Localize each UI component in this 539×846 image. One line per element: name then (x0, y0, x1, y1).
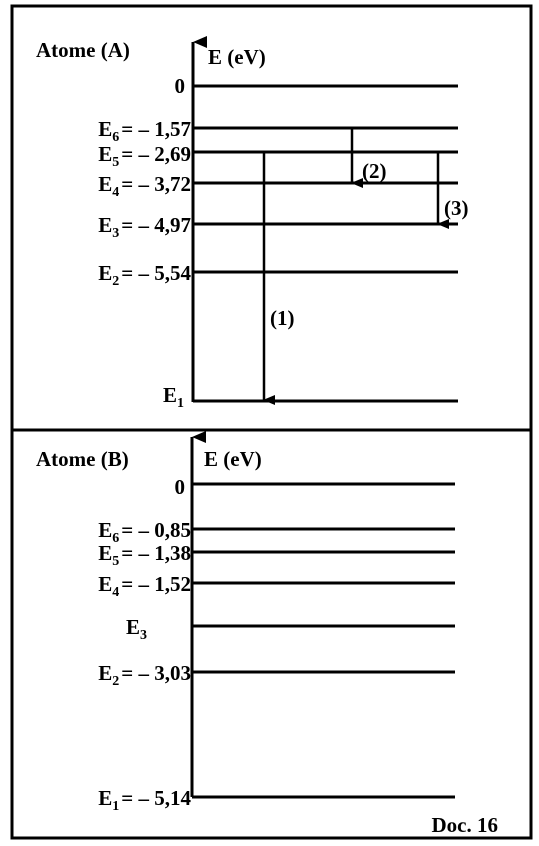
atom-b-label-e5: E5= – 1,38 (98, 541, 191, 569)
atom-a-axis-label: E (eV) (208, 45, 266, 69)
atom-a-label-e4: E4= – 3,72 (98, 172, 191, 200)
atom-a-transition-1-label: (1) (270, 306, 295, 330)
atom-a-label-e2: E2= – 5,54 (98, 261, 191, 289)
panel-atom-b: Atome (B) E (eV) 0 E6= – 0,85 E5= – 1,38… (36, 431, 455, 814)
outer-frame (10, 4, 533, 840)
atom-a-transition-3-label: (3) (444, 196, 469, 220)
atom-b-axis-label: E (eV) (204, 447, 262, 471)
atom-a-transition-2-label: (2) (362, 159, 387, 183)
atom-b-zero-label: 0 (175, 475, 186, 499)
panel-atom-a: Atome (A) E (eV) 0 E6= – 1,57 E5= – 2,69… (36, 36, 469, 411)
atom-b-label-e4: E4= – 1,52 (98, 572, 191, 600)
atom-b-title: Atome (B) (36, 447, 129, 471)
atom-a-zero-label: 0 (175, 74, 186, 98)
doc-label: Doc. 16 (432, 813, 499, 837)
atom-a-label-e1: E1 (163, 383, 184, 411)
atom-b-label-e2: E2= – 3,03 (98, 661, 191, 689)
atom-b-label-e3: E3 (126, 615, 147, 643)
atom-b-label-e1: E1= – 5,14 (98, 786, 191, 814)
atom-b-label-e6: E6= – 0,85 (98, 518, 191, 546)
atom-a-label-e5: E5= – 2,69 (98, 142, 191, 170)
atom-a-label-e3: E3= – 4,97 (98, 213, 191, 241)
atom-a-title: Atome (A) (36, 38, 130, 62)
atom-a-label-e6: E6= – 1,57 (98, 117, 191, 145)
